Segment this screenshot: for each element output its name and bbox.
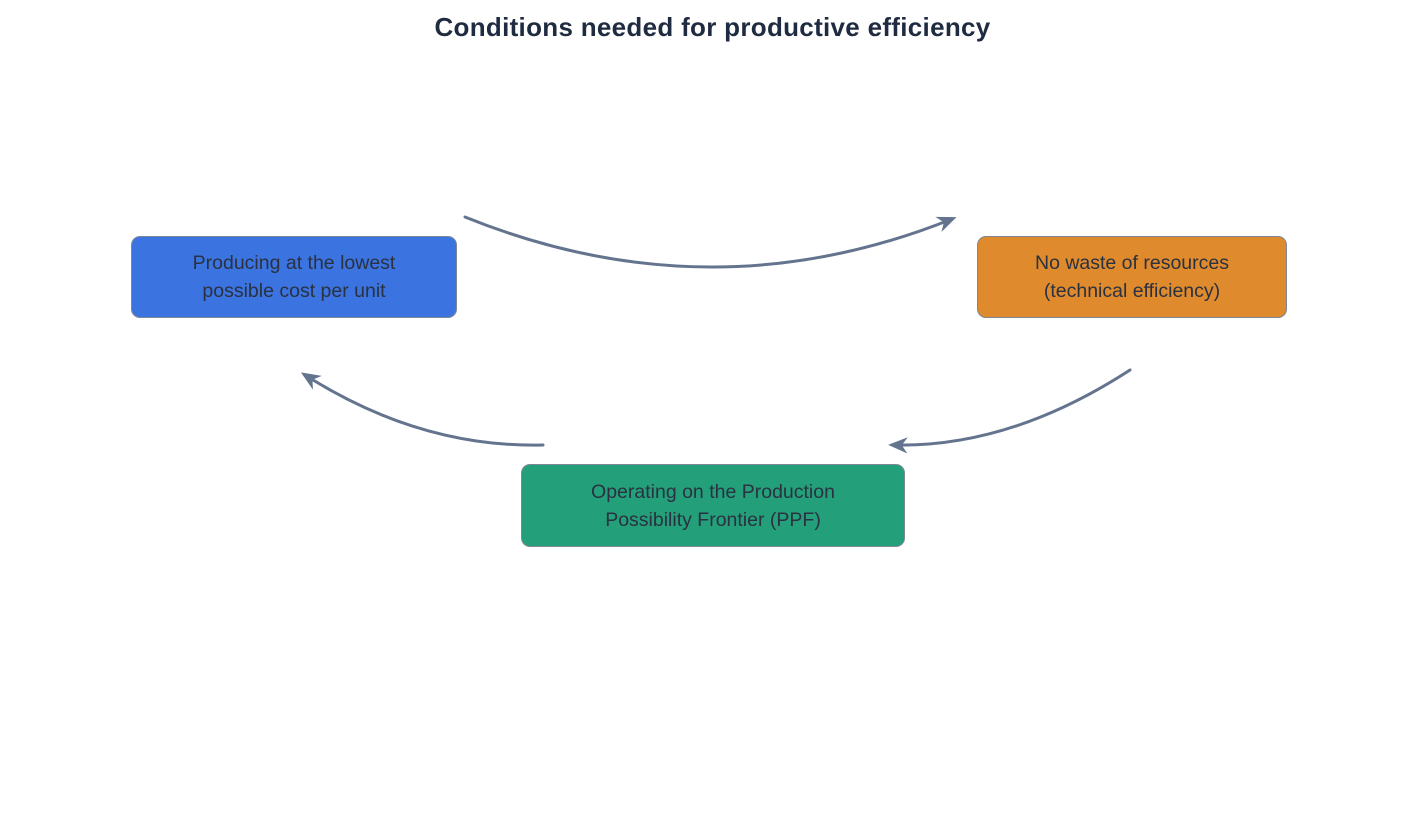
edge-no-waste-to-ppf	[888, 368, 1132, 454]
node-label-line: possible cost per unit	[202, 280, 386, 302]
node-label-line: Possibility Frontier (PPF)	[605, 508, 821, 531]
node-label-line: Operating on the Production	[591, 480, 835, 503]
edge-lowest-cost-to-no-waste	[463, 215, 957, 269]
edge-ppf-to-lowest-cost	[300, 372, 545, 447]
node-label-line: (technical efficiency)	[1043, 280, 1221, 302]
node-label-line: No waste of resources	[1034, 252, 1229, 274]
node-lowest-cost: Producing at the lowest possible cost pe…	[131, 236, 457, 318]
diagram-title: Conditions needed for productive efficie…	[434, 12, 991, 42]
node-label-line: Producing at the lowest	[192, 252, 396, 274]
node-no-waste: No waste of resources (technical efficie…	[977, 236, 1287, 318]
node-ppf: Operating on the Production Possibility …	[521, 464, 905, 547]
